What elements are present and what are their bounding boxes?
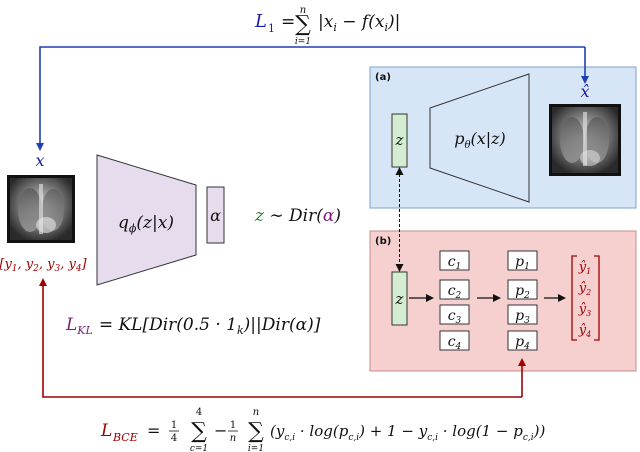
recon-xray-image (549, 104, 621, 176)
panel-b-z-label: z (395, 290, 404, 308)
c-label-2: c2 (448, 283, 462, 301)
p-label-1: p1 (515, 254, 530, 272)
l1-sum-upper: n (300, 5, 306, 16)
c-box-2 (439, 279, 470, 300)
bce-loss-subscript: BCE (112, 431, 138, 444)
encoder-block (96, 154, 197, 286)
p-column: p1 p2 p3 p4 (507, 250, 538, 352)
decoder-block (429, 73, 530, 203)
bce-sum1-sign: ∑ (191, 419, 207, 444)
bce-sum2-sign: ∑ (248, 419, 264, 444)
yhat-label-3: ŷ3 (578, 302, 591, 318)
bce-frac2-num: 1 (230, 420, 236, 431)
dirichlet-distribution: z ∼ Dir(α) (254, 206, 341, 226)
yhat-right-bracket (594, 255, 600, 341)
bce-frac2-den: n (230, 433, 236, 444)
yhat-left-bracket (571, 255, 577, 341)
kl-loss-equation: LKL= KL[Dir(0.5 · 1k)||Dir(α)] (65, 315, 321, 337)
p-label-3: p3 (515, 308, 530, 326)
p-box-3 (507, 304, 538, 325)
p-box-4 (507, 330, 538, 351)
bce-loss-equation: L BCE = 1 4 4 ∑ c=1 − 1 n n ∑ i=1 (yc,i … (100, 407, 545, 452)
panel-b-background (369, 230, 637, 372)
yhat-label-4: ŷ4 (578, 323, 591, 339)
l1-equals: = (281, 12, 295, 32)
c-label-1: c1 (448, 254, 462, 272)
c-label-3: c3 (448, 308, 462, 326)
c-column: c1 c2 c3 c4 (439, 250, 470, 352)
l1-loss-subscript: 1 (268, 22, 275, 35)
bce-equals: = (147, 421, 160, 440)
alpha-label: α (210, 206, 221, 225)
p-box-2 (507, 279, 538, 300)
l1-loss-equation: L 1 = n ∑ i=1 |xi − f(xi)| (254, 5, 400, 47)
bce-frac1-den: 4 (171, 433, 177, 444)
panel-b-latent-z (391, 271, 408, 326)
decoder-label: pθ(x|z) (454, 129, 506, 151)
bce-frac1-num: 1 (171, 420, 177, 431)
panel-b-tag: (b) (375, 236, 391, 247)
yhat-label-1: ŷ1 (578, 260, 591, 276)
l1-sum-sign: ∑ (295, 12, 311, 37)
p-label-4: p4 (515, 334, 530, 352)
input-x-label: x (35, 151, 44, 170)
bce-sum1-upper: 4 (196, 407, 202, 418)
c-box-4 (439, 330, 470, 351)
p-box-1 (507, 250, 538, 271)
bce-sum2-lower: i=1 (248, 444, 264, 452)
c-box-3 (439, 304, 470, 325)
alpha-block (206, 186, 225, 244)
panel-a-z-label: z (395, 131, 404, 149)
bce-arrow-to-labels (39, 278, 522, 398)
bce-sum2-upper: n (253, 407, 259, 418)
l1-arrow-to-input (36, 46, 585, 151)
bce-sum1-lower: c=1 (190, 444, 208, 452)
l1-sum-lower: i=1 (295, 37, 311, 47)
encoder-label: qϕ(z|x) (118, 213, 174, 235)
l1-body: |xi − f(xi)| (318, 12, 400, 34)
c-box-1 (439, 250, 470, 271)
bce-body: (yc,i · log(pc,i) + 1 − yc,i · log(1 − p… (270, 422, 545, 443)
c-label-4: c4 (448, 334, 462, 352)
bce-loss-symbol: L (100, 421, 112, 441)
recon-x-label: x̂ (580, 82, 589, 101)
input-labels-vector: [y1, y2, y3, y4] (0, 257, 88, 274)
yhat-label-2: ŷ2 (578, 281, 591, 297)
p-label-2: p2 (515, 283, 530, 301)
yhat-vector: ŷ1 ŷ2 ŷ3 ŷ4 (571, 255, 600, 341)
bce-minus: − (214, 421, 227, 440)
panel-a-tag: (a) (375, 72, 391, 83)
input-xray-image (7, 175, 75, 243)
l1-loss-symbol: L (254, 11, 267, 32)
